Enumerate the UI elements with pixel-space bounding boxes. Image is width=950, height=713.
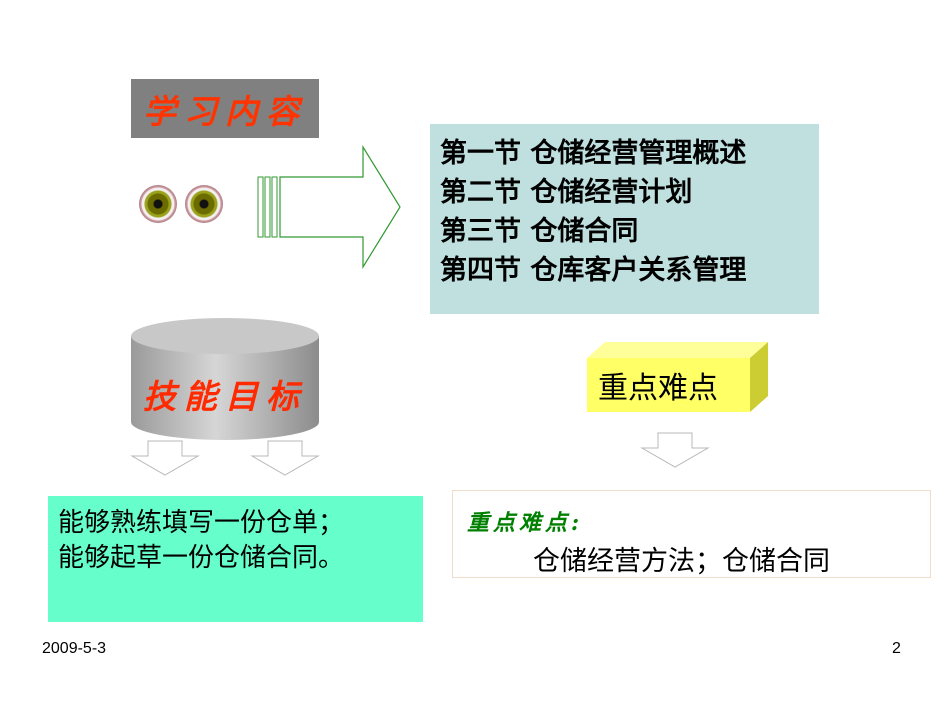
sections-list: 第一节 仓储经营管理概述 第二节 仓储经营计划 第三节 仓储合同 第四节 仓库客… xyxy=(430,124,819,314)
key-difficulty-box xyxy=(587,342,768,412)
study-content-title: 学习内容 xyxy=(143,91,307,131)
right-arrow-icon xyxy=(257,145,401,270)
eye-icon-left xyxy=(139,185,177,223)
footer-date: 2009-5-3 xyxy=(42,640,107,657)
section-item: 第二节 仓储经营计划 xyxy=(440,177,693,208)
key-points-title: 重点难点: xyxy=(467,510,584,536)
page-number: 2 xyxy=(892,640,901,657)
skill-cylinder-shape xyxy=(131,318,319,440)
skills-box: 能够熟练填写一份仓单； 能够起草一份仓储合同。 xyxy=(48,496,423,622)
down-arrow-icon xyxy=(640,432,710,468)
section-item: 第四节 仓库客户关系管理 xyxy=(440,255,747,286)
key-points-box: 重点难点: 仓储经营方法；仓储合同 xyxy=(452,490,931,578)
section-item: 第三节 仓储合同 xyxy=(440,216,639,247)
skill-item: 能够熟练填写一份仓单； xyxy=(58,508,345,538)
study-content-banner: 学习内容 xyxy=(131,79,319,138)
down-arrow-icon xyxy=(130,440,200,476)
skill-item: 能够起草一份仓储合同。 xyxy=(58,543,345,573)
key-difficulty-label: 重点难点 xyxy=(598,371,718,406)
eye-icon-right xyxy=(185,185,223,223)
skill-target-title: 技能目标 xyxy=(143,377,307,416)
section-item: 第一节 仓储经营管理概述 xyxy=(440,138,747,169)
down-arrow-icon xyxy=(250,440,320,476)
key-points-body: 仓储经营方法；仓储合同 xyxy=(533,546,830,577)
